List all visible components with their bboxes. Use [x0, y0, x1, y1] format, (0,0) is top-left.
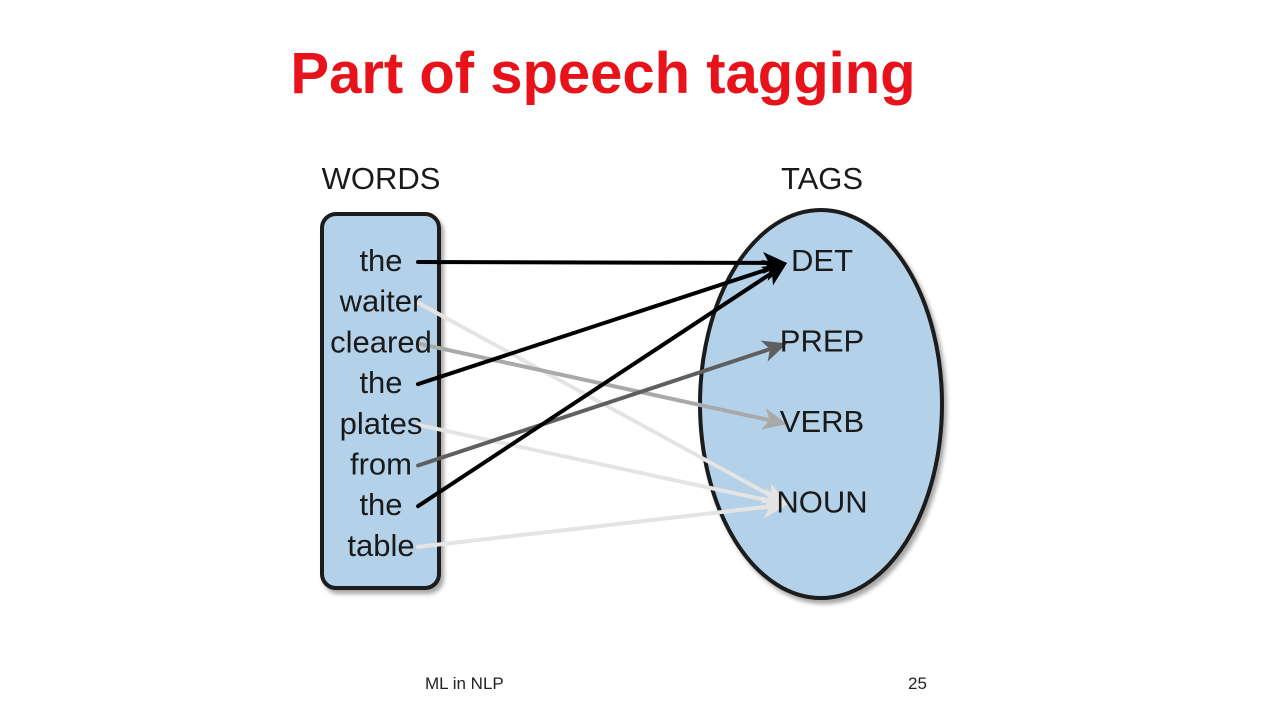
arrow-cleared-3-to-verb: [416, 341, 787, 430]
arrow-shaft: [416, 504, 770, 549]
word-the-7: the: [359, 487, 402, 522]
word-from-6: from: [350, 447, 412, 482]
tags-heading: TAGS: [781, 161, 863, 196]
mapping-arrows: [416, 251, 787, 549]
tag-prep: PREP: [780, 324, 864, 359]
arrow-head: [761, 496, 787, 519]
arrow-shaft: [416, 347, 771, 468]
arrow-shaft: [416, 260, 770, 265]
arrow-head: [761, 408, 787, 430]
word-cleared-3: cleared: [330, 324, 432, 359]
word-waiter-2: waiter: [339, 284, 423, 319]
word-plates-5: plates: [340, 406, 423, 441]
tag-verb: VERB: [780, 404, 864, 439]
arrow-shaft: [416, 267, 770, 387]
arrow-head: [760, 340, 787, 362]
tag-det: DET: [791, 243, 853, 278]
arrow-shaft: [416, 341, 770, 422]
page-number: 25: [908, 674, 927, 693]
word-table-8: table: [347, 528, 414, 563]
footer-course-label: ML in NLP: [425, 674, 504, 693]
arrow-shaft: [416, 422, 770, 503]
arrow-the-7-to-det: [416, 263, 787, 509]
words-heading: WORDS: [322, 161, 441, 196]
arrow-table-8-to-noun: [416, 496, 787, 549]
tag-noun: NOUN: [776, 485, 867, 520]
word-the-1: the: [359, 243, 402, 278]
tags-list: DET PREP VERB NOUN: [776, 243, 867, 520]
words-box: [320, 212, 441, 590]
arrow-head: [760, 263, 787, 286]
arrow-shaft: [416, 272, 773, 509]
words-list: the waiter cleared the plates from the table: [330, 243, 432, 563]
arrow-shaft: [416, 300, 772, 497]
word-the-4: the: [359, 365, 402, 400]
slide-title: Part of speech tagging: [290, 41, 916, 106]
arrow-from-6-to-prep: [416, 340, 787, 468]
